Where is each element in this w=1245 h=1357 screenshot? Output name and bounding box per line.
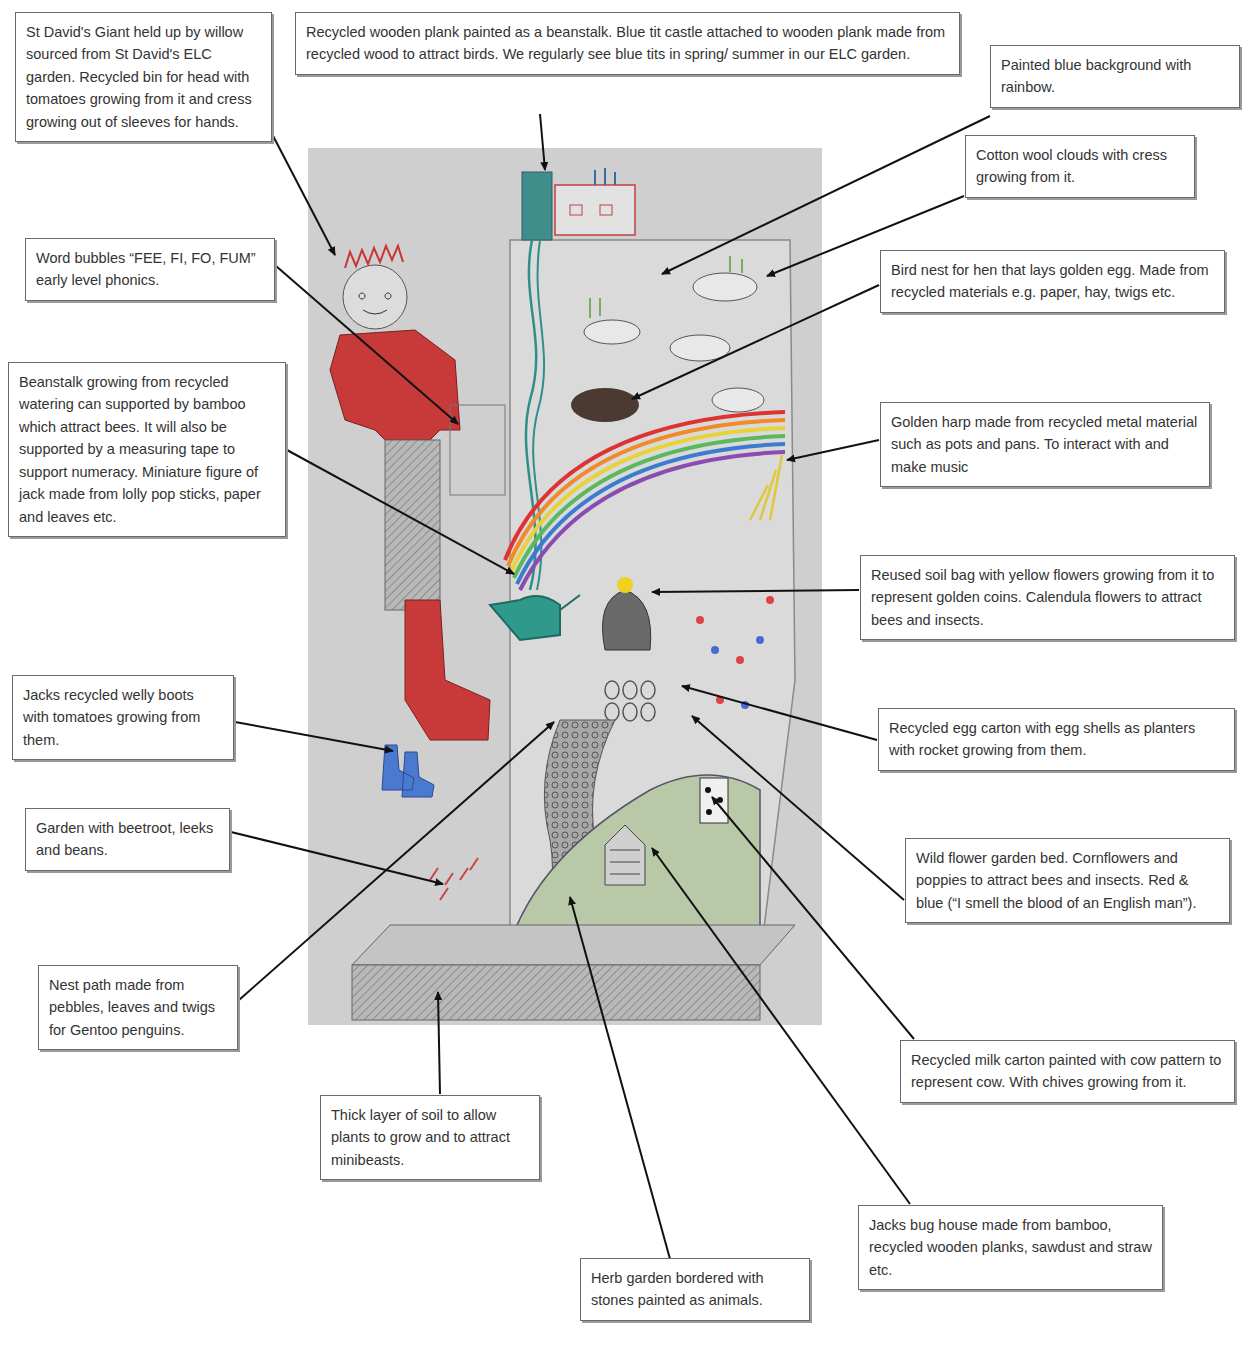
annotation-text: Thick layer of soil to allow plants to g… xyxy=(331,1104,529,1171)
annotation-text: Herb garden bordered with stones painted… xyxy=(591,1267,799,1312)
annotation-box: Herb garden bordered with stones painted… xyxy=(580,1258,810,1321)
annotation-text: Golden harp made from recycled metal mat… xyxy=(891,411,1199,478)
photo-ground xyxy=(308,148,822,1025)
annotation-box: Word bubbles “FEE, FI, FO, FUM” early le… xyxy=(25,238,275,301)
annotation-text: Jacks bug house made from bamboo, recycl… xyxy=(869,1214,1152,1281)
annotation-text: Recycled egg carton with egg shells as p… xyxy=(889,717,1224,762)
annotation-text: Reused soil bag with yellow flowers grow… xyxy=(871,564,1224,631)
annotation-text: Word bubbles “FEE, FI, FO, FUM” early le… xyxy=(36,247,264,292)
annotation-text: Nest path made from pebbles, leaves and … xyxy=(49,974,227,1041)
annotation-box: Golden harp made from recycled metal mat… xyxy=(880,402,1210,487)
annotation-box: Painted blue background with rainbow. xyxy=(990,45,1240,108)
annotation-box: Recycled milk carton painted with cow pa… xyxy=(900,1040,1235,1103)
annotation-text: Recycled milk carton painted with cow pa… xyxy=(911,1049,1224,1094)
annotation-box: Wild flower garden bed. Cornflowers and … xyxy=(905,838,1230,923)
annotation-text: Jacks recycled welly boots with tomatoes… xyxy=(23,684,223,751)
annotation-box: Reused soil bag with yellow flowers grow… xyxy=(860,555,1235,640)
annotation-box: Jacks recycled welly boots with tomatoes… xyxy=(12,675,234,760)
annotation-text: Painted blue background with rainbow. xyxy=(1001,54,1229,99)
annotation-box: Garden with beetroot, leeks and beans. xyxy=(25,808,230,871)
annotation-box: Cotton wool clouds with cress growing fr… xyxy=(965,135,1195,198)
leader-lines xyxy=(231,114,990,1259)
annotation-box: Nest path made from pebbles, leaves and … xyxy=(38,965,238,1050)
annotation-text: Garden with beetroot, leeks and beans. xyxy=(36,817,219,862)
annotation-box: Thick layer of soil to allow plants to g… xyxy=(320,1095,540,1180)
annotation-text: St David's Giant held up by willow sourc… xyxy=(26,21,261,133)
annotation-box: St David's Giant held up by willow sourc… xyxy=(15,12,272,142)
annotation-box: Bird nest for hen that lays golden egg. … xyxy=(880,250,1225,313)
annotation-text: Beanstalk growing from recycled watering… xyxy=(19,371,275,528)
annotation-text: Wild flower garden bed. Cornflowers and … xyxy=(916,847,1219,914)
annotation-text: Bird nest for hen that lays golden egg. … xyxy=(891,259,1214,304)
annotation-box: Jacks bug house made from bamboo, recycl… xyxy=(858,1205,1163,1290)
annotation-box: Recycled egg carton with egg shells as p… xyxy=(878,708,1235,771)
annotation-box: Recycled wooden plank painted as a beans… xyxy=(295,12,960,75)
annotation-text: Cotton wool clouds with cress growing fr… xyxy=(976,144,1184,189)
annotation-text: Recycled wooden plank painted as a beans… xyxy=(306,21,949,66)
annotation-box: Beanstalk growing from recycled watering… xyxy=(8,362,286,537)
